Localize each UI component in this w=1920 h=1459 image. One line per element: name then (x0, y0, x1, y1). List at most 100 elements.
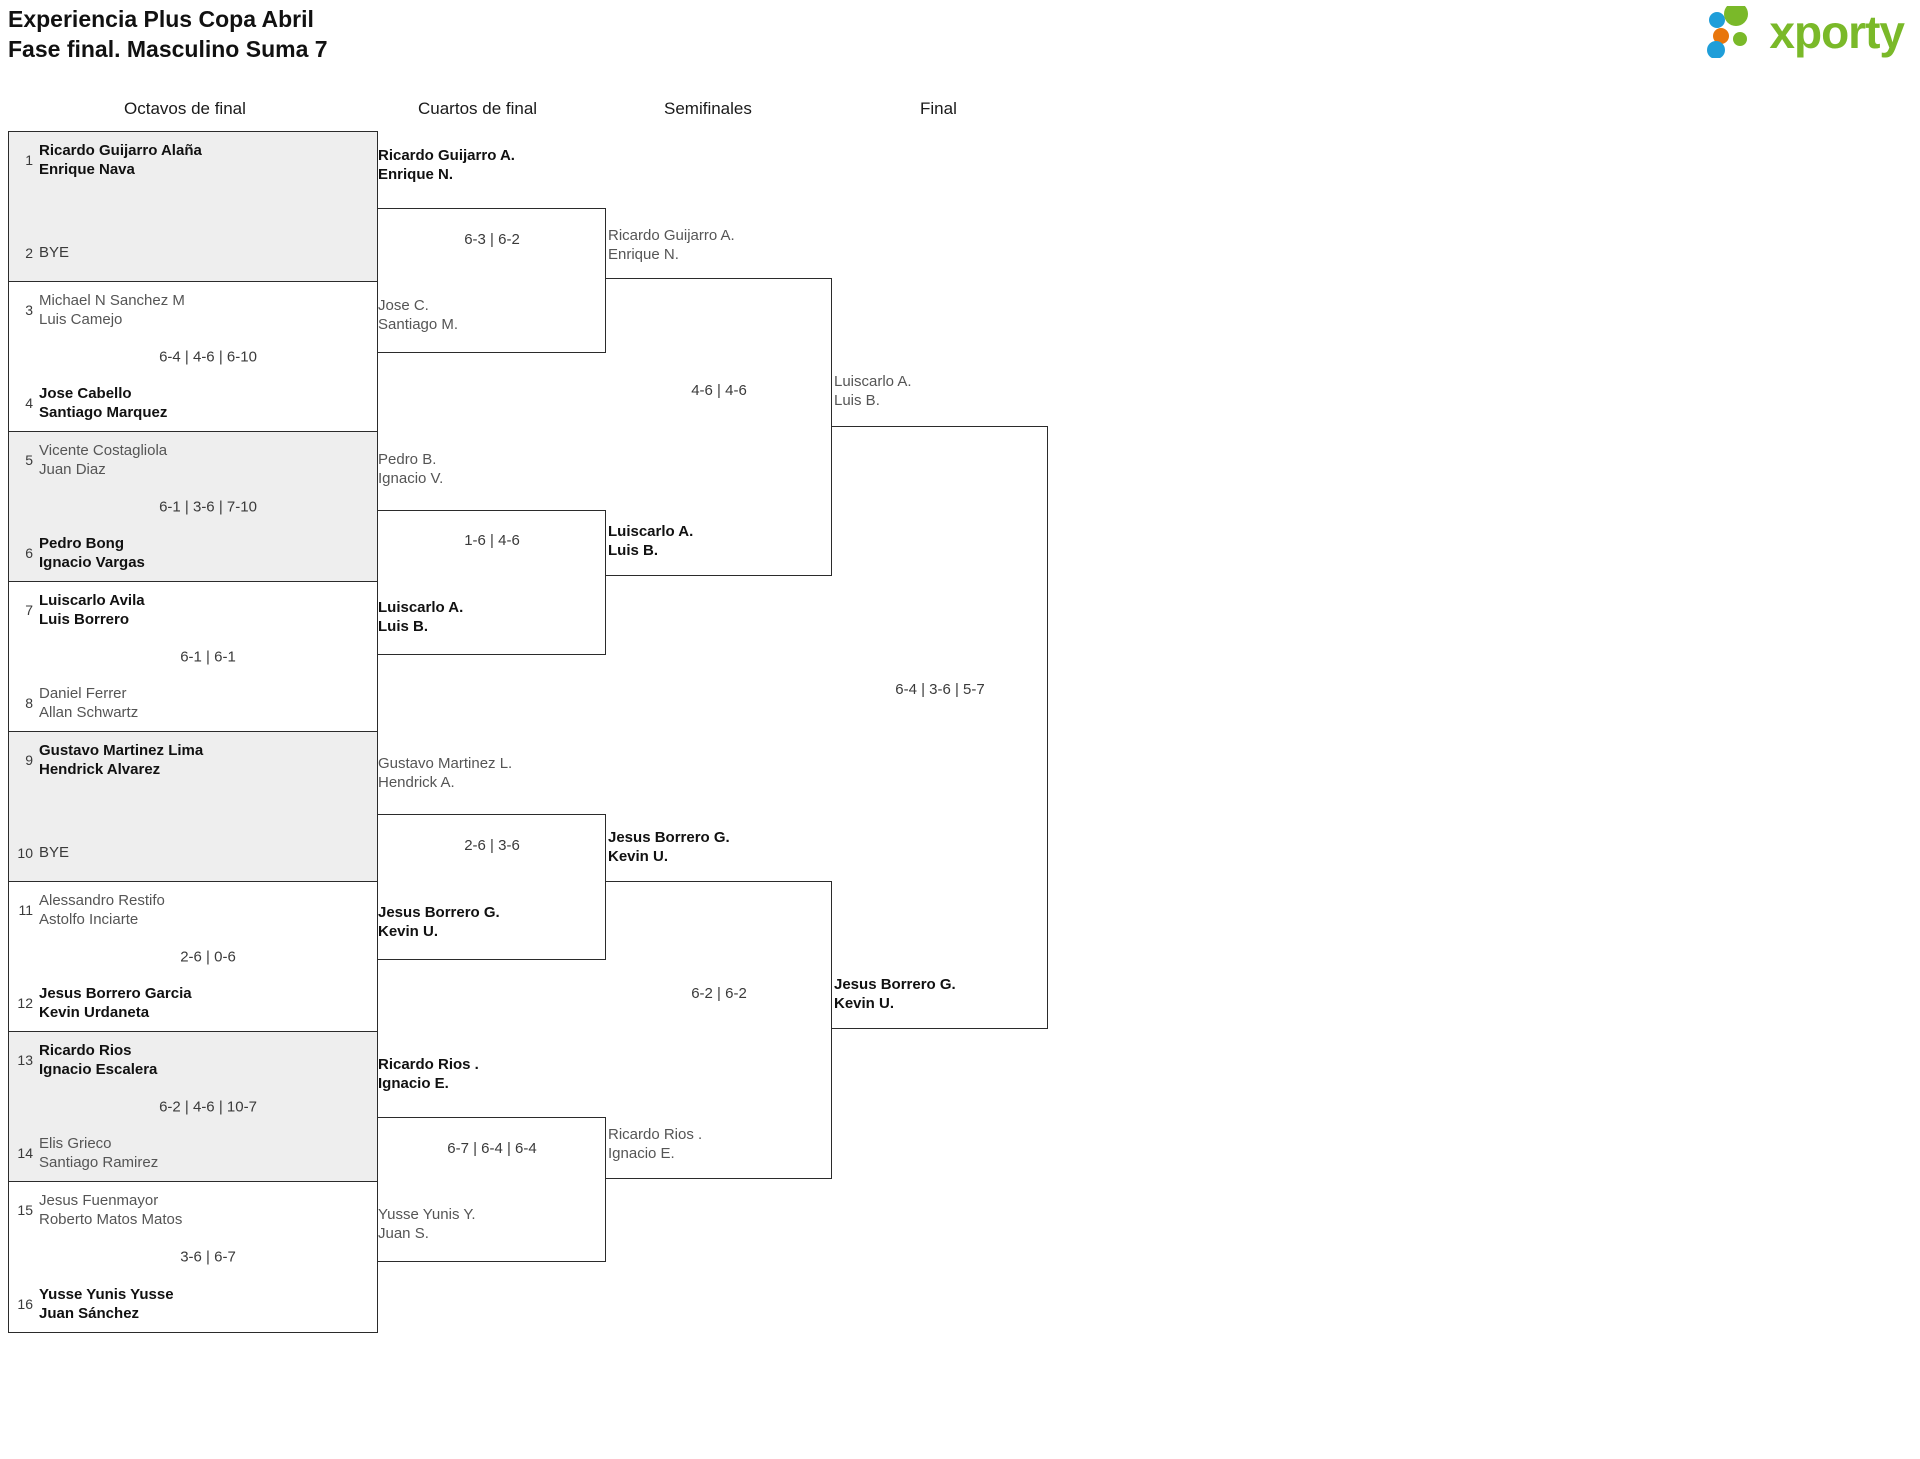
match-score: 6-4 | 4-6 | 6-10 (159, 348, 257, 365)
round1-slot-bottom[interactable]: 12 Jesus Borrero Garcia Kevin Urdaneta (9, 985, 377, 1021)
round1-slot-bottom[interactable]: 4 Jose Cabello Santiago Marquez (9, 385, 377, 421)
player-line1: Ricardo Rios . (378, 1056, 479, 1073)
player-line2: Juan Diaz (39, 461, 106, 478)
player-line1: Pedro Bong (39, 534, 124, 552)
player-names: Gustavo Martinez Lima Hendrick Alvarez (39, 741, 203, 779)
round3-slot-top[interactable]: Jesus Borrero G. Kevin U. (608, 828, 730, 866)
round1-slot-bottom[interactable]: 6 Pedro Bong Ignacio Vargas (9, 535, 377, 571)
player-names: Luiscarlo Avila Luis Borrero (39, 591, 145, 629)
match-score: 6-1 | 3-6 | 7-10 (159, 498, 257, 515)
round2-slot-bottom[interactable]: Jose C. Santiago M. (378, 296, 458, 334)
player-line2: Allan Schwartz (39, 704, 139, 721)
player-line2: Kevin U. (378, 923, 439, 941)
round4-slot-bottom[interactable]: Jesus Borrero G. Kevin U. (834, 975, 956, 1013)
seed-number: 4 (25, 395, 33, 411)
player-line1: Jesus Borrero G. (834, 976, 956, 993)
round2-connector (378, 208, 606, 353)
round2-slot-bottom[interactable]: Jesus Borrero G. Kevin U. (378, 903, 500, 941)
seed-number: 2 (25, 245, 33, 261)
player-line1: Luiscarlo A. (834, 373, 912, 390)
round3-slot-bottom[interactable]: Ricardo Rios . Ignacio E. (608, 1125, 702, 1163)
player-names: Ricardo Rios Ignacio Escalera (39, 1041, 157, 1079)
player-line2: Hendrick A. (378, 774, 455, 792)
player-names: Michael N Sanchez M Luis Camejo (39, 291, 185, 329)
player-line2: Luis Camejo (39, 311, 123, 328)
round1-slot-top[interactable]: 11 Alessandro Restifo Astolfo Inciarte (9, 892, 377, 928)
round2-slot-bottom[interactable]: Yusse Yunis Y. Juan S. (378, 1205, 476, 1243)
round1-match[interactable]: 5 Vicente Costagliola Juan Diaz 6-1 | 3-… (9, 432, 377, 582)
player-names: Vicente Costagliola Juan Diaz (39, 441, 167, 479)
player-names: Jesus Borrero Garcia Kevin Urdaneta (39, 984, 192, 1022)
round1-match[interactable]: 15 Jesus Fuenmayor Roberto Matos Matos 3… (9, 1182, 377, 1332)
player-line2: Santiago Ramirez (39, 1154, 159, 1171)
player-names: Ricardo Guijarro Alaña Enrique Nava (39, 141, 202, 179)
player-line2: Ignacio Escalera (39, 1061, 158, 1078)
round2-slot-top[interactable]: Ricardo Rios . Ignacio E. (378, 1055, 479, 1093)
player-line1: Gustavo Martinez Lima (39, 741, 204, 759)
player-line1: Jesus Borrero G. (608, 829, 730, 846)
player-line1: Elis Grieco (39, 1134, 112, 1152)
round1-slot-top[interactable]: 7 Luiscarlo Avila Luis Borrero (9, 592, 377, 628)
seed-number: 9 (25, 752, 33, 768)
player-line1: Vicente Costagliola (39, 441, 168, 459)
player-line1: Gustavo Martinez L. (378, 755, 513, 772)
round2-slot-top[interactable]: Pedro B. Ignacio V. (378, 450, 443, 488)
player-line2: Santiago Marquez (39, 404, 168, 421)
round1-match[interactable]: 13 Ricardo Rios Ignacio Escalera 6-2 | 4… (9, 1032, 377, 1182)
player-names: Jose Cabello Santiago Marquez (39, 384, 167, 422)
round1-slot-top[interactable]: 15 Jesus Fuenmayor Roberto Matos Matos (9, 1192, 377, 1228)
round1-match[interactable]: 1 Ricardo Guijarro Alaña Enrique Nava 2 … (9, 132, 377, 282)
player-line2: Luis B. (608, 542, 659, 560)
seed-number: 16 (17, 1296, 33, 1312)
round1-match[interactable]: 3 Michael N Sanchez M Luis Camejo 6-4 | … (9, 282, 377, 432)
round2-connector (378, 814, 606, 960)
seed-number: 1 (25, 152, 33, 168)
player-line1: Jesus Borrero Garcia (39, 984, 192, 1002)
player-line1: Jose Cabello (39, 384, 132, 402)
round1-match[interactable]: 11 Alessandro Restifo Astolfo Inciarte 2… (9, 882, 377, 1032)
round1-match[interactable]: 9 Gustavo Martinez Lima Hendrick Alvarez… (9, 732, 377, 882)
round2-slot-top[interactable]: Ricardo Guijarro A. Enrique N. (378, 146, 515, 184)
match-score: 6-7 | 6-4 | 6-4 (447, 1140, 537, 1157)
seed-number: 10 (17, 845, 33, 861)
match-score: 2-6 | 3-6 (464, 837, 520, 854)
round-header-octavos: Octavos de final (124, 99, 246, 118)
round4-connector (832, 426, 1048, 1029)
round1-match[interactable]: 7 Luiscarlo Avila Luis Borrero 6-1 | 6-1… (9, 582, 377, 732)
round1-slot-bottom[interactable]: 16 Yusse Yunis Yusse Juan Sánchez (9, 1286, 377, 1322)
round1-slot-bottom[interactable]: 2 BYE (9, 235, 377, 271)
round1-slot-top[interactable]: 13 Ricardo Rios Ignacio Escalera (9, 1042, 377, 1078)
seed-number: 13 (17, 1052, 33, 1068)
player-line1: Luiscarlo A. (378, 599, 464, 616)
player-names: Daniel Ferrer Allan Schwartz (39, 684, 138, 722)
round4-slot-top[interactable]: Luiscarlo A. Luis B. (834, 372, 912, 410)
round1-slot-top[interactable]: 3 Michael N Sanchez M Luis Camejo (9, 292, 377, 328)
round1-slot-top[interactable]: 9 Gustavo Martinez Lima Hendrick Alvarez (9, 742, 377, 778)
round2-connector (378, 510, 606, 655)
seed-number: 12 (17, 995, 33, 1011)
seed-number: 3 (25, 302, 33, 318)
player-line2: Kevin U. (608, 848, 669, 866)
logo-wordmark: xporty (1769, 6, 1905, 58)
round2-slot-bottom[interactable]: Luiscarlo A. Luis B. (378, 598, 463, 636)
player-line2: Ignacio E. (608, 1145, 675, 1163)
round1-slot-top[interactable]: 5 Vicente Costagliola Juan Diaz (9, 442, 377, 478)
player-names: BYE (39, 844, 70, 862)
player-line1: Alessandro Restifo (39, 891, 165, 909)
player-names: Alessandro Restifo Astolfo Inciarte (39, 891, 165, 929)
round2-slot-top[interactable]: Gustavo Martinez L. Hendrick A. (378, 754, 512, 792)
player-line1: Luiscarlo A. (608, 523, 694, 540)
player-line2: Kevin Urdaneta (39, 1004, 150, 1021)
round1-slot-bottom[interactable]: 10 BYE (9, 835, 377, 871)
player-line1: Jesus Borrero G. (378, 904, 500, 921)
round3-slot-bottom[interactable]: Luiscarlo A. Luis B. (608, 522, 693, 560)
player-line2: Kevin U. (834, 995, 895, 1013)
round1-slot-bottom[interactable]: 14 Elis Grieco Santiago Ramirez (9, 1135, 377, 1171)
match-score: 3-6 | 6-7 (180, 1248, 236, 1266)
round1-slot-top[interactable]: 1 Ricardo Guijarro Alaña Enrique Nava (9, 142, 377, 178)
match-score: 6-2 | 6-2 (691, 985, 747, 1002)
round3-slot-top[interactable]: Ricardo Guijarro A. Enrique N. (608, 226, 735, 264)
round1-slot-bottom[interactable]: 8 Daniel Ferrer Allan Schwartz (9, 685, 377, 721)
player-names: Elis Grieco Santiago Ramirez (39, 1134, 158, 1172)
